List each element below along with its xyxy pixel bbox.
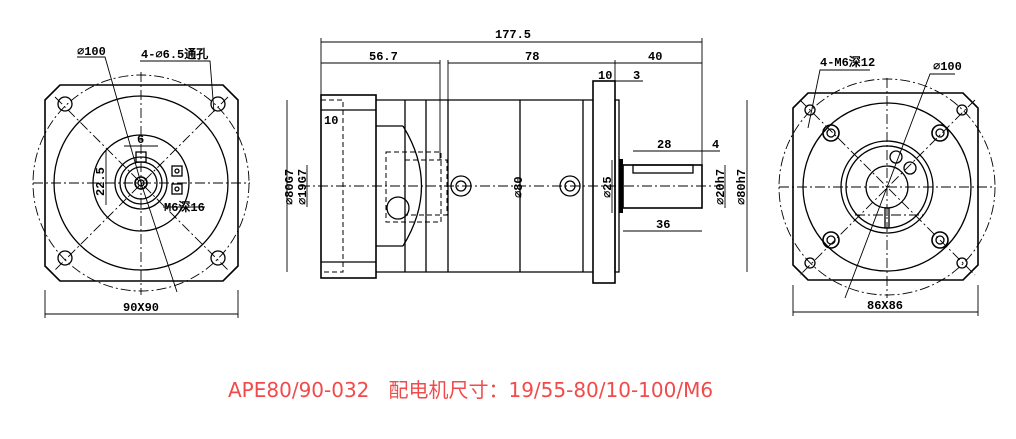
input-flange-outline (44, 84, 239, 282)
model-caption: APE80/90-032 配电机尺寸：19/55-80/10-100/M6 (228, 378, 714, 402)
overall-length-label: 177.5 (495, 28, 531, 42)
step-label: 3 (633, 69, 640, 83)
side-view: 177.5 56.7 78 40 10 3 10 28 4 36 ⌀80G7 ⌀… (283, 28, 749, 284)
shaft-diameter-label: ⌀20h7 (714, 169, 728, 205)
output-flange-outline (792, 92, 979, 281)
output-shaft (622, 164, 703, 209)
output-end-view: 4-M6深12 ⌀100 86X86 (778, 54, 996, 316)
input-size-label: 90X90 (123, 301, 159, 315)
key-length-label: 28 (657, 138, 671, 152)
output-length-label: 40 (648, 50, 662, 64)
flange-thickness-label: 10 (598, 69, 612, 83)
output-size-label: 86X86 (867, 299, 903, 313)
input-flange (320, 94, 377, 279)
input-mount-holes-label: 4-⌀6.5通孔 (141, 46, 208, 62)
input-bore-label: ⌀19G7 (296, 169, 310, 205)
output-pcd-label: ⌀100 (933, 60, 962, 74)
input-screw-label: M6深16 (164, 199, 205, 215)
input-key-width-label: 6 (137, 133, 144, 147)
output-pilot-label: ⌀80h7 (735, 169, 749, 205)
input-key-height-label: 22.5 (94, 167, 108, 196)
body-length-label: 78 (525, 50, 539, 64)
input-length-label: 56.7 (369, 50, 398, 64)
output-tapped-holes (822, 124, 949, 249)
input-mount-holes (57, 96, 226, 266)
input-pcd-label: ⌀100 (77, 45, 106, 59)
body-diameter-label: ⌀80 (512, 176, 526, 198)
shaft-length-label: 36 (656, 218, 670, 232)
input-pilot-label: ⌀80G7 (283, 169, 297, 205)
key-offset-label: 4 (712, 138, 719, 152)
input-depth-label: 10 (324, 114, 338, 128)
input-end-view: ⌀100 4-⌀6.5通孔 6 22.5 M6深16 90X90 (32, 45, 250, 318)
shoulder-diameter-label: ⌀25 (601, 176, 615, 198)
output-tapped-holes-label: 4-M6深12 (820, 54, 875, 70)
